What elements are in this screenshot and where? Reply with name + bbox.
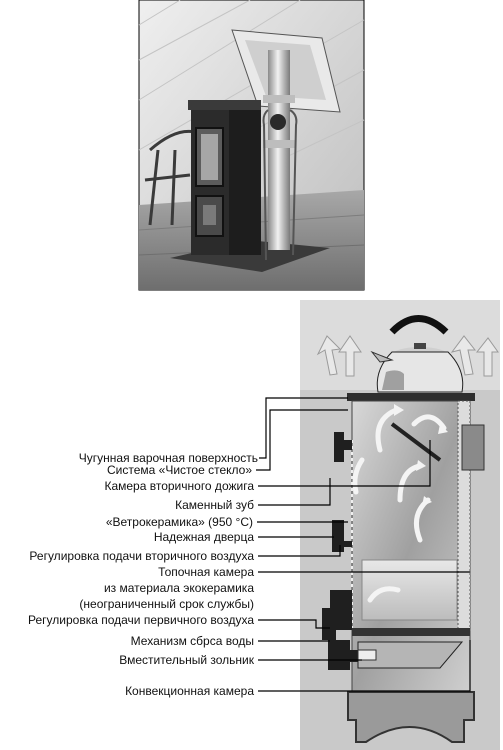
photo-chimney <box>262 50 298 261</box>
label-firebox-material-2: (неограниченный срок службы) <box>79 597 254 611</box>
cast-iron-top <box>347 393 475 401</box>
stove-photo <box>138 0 365 291</box>
leader-lines <box>256 397 471 692</box>
labels: Чугунная варочная поверхность Система «Ч… <box>28 451 258 698</box>
kettle-icon <box>370 315 464 393</box>
front-hardware <box>322 432 358 670</box>
label-primary-air: Регулировка подачи первичного воздуха <box>28 613 254 627</box>
label-water-drain: Механизм сбрса воды <box>131 634 254 648</box>
stove-base <box>347 691 475 743</box>
label-secondary-air: Регулировка подачи вторичного воздуха <box>29 549 254 563</box>
stove-diagram <box>300 300 500 750</box>
photo-stove-body <box>188 100 261 255</box>
steam-arrows <box>316 335 499 377</box>
label-secondary-chamber: Камера вторичного дожига <box>104 479 254 493</box>
label-convection: Конвекционная камера <box>125 684 254 698</box>
label-reliable-door: Надежная дверца <box>154 530 255 544</box>
label-firebox-material-1: из материала экокерамика <box>104 581 254 595</box>
firebox-chamber <box>361 559 458 621</box>
label-ash-pan: Вместительный зольник <box>119 653 255 667</box>
label-clean-glass: Система «Чистое стекло» <box>107 463 252 477</box>
label-stone-tooth: Каменный зуб <box>175 498 254 512</box>
label-firebox: Топочная камера <box>158 565 254 579</box>
label-cast-iron-surface: Чугунная варочная поверхность <box>79 451 258 465</box>
grate <box>352 628 470 636</box>
label-glass-ceramic: «Ветрокерамика» (950 °С) <box>106 515 253 529</box>
